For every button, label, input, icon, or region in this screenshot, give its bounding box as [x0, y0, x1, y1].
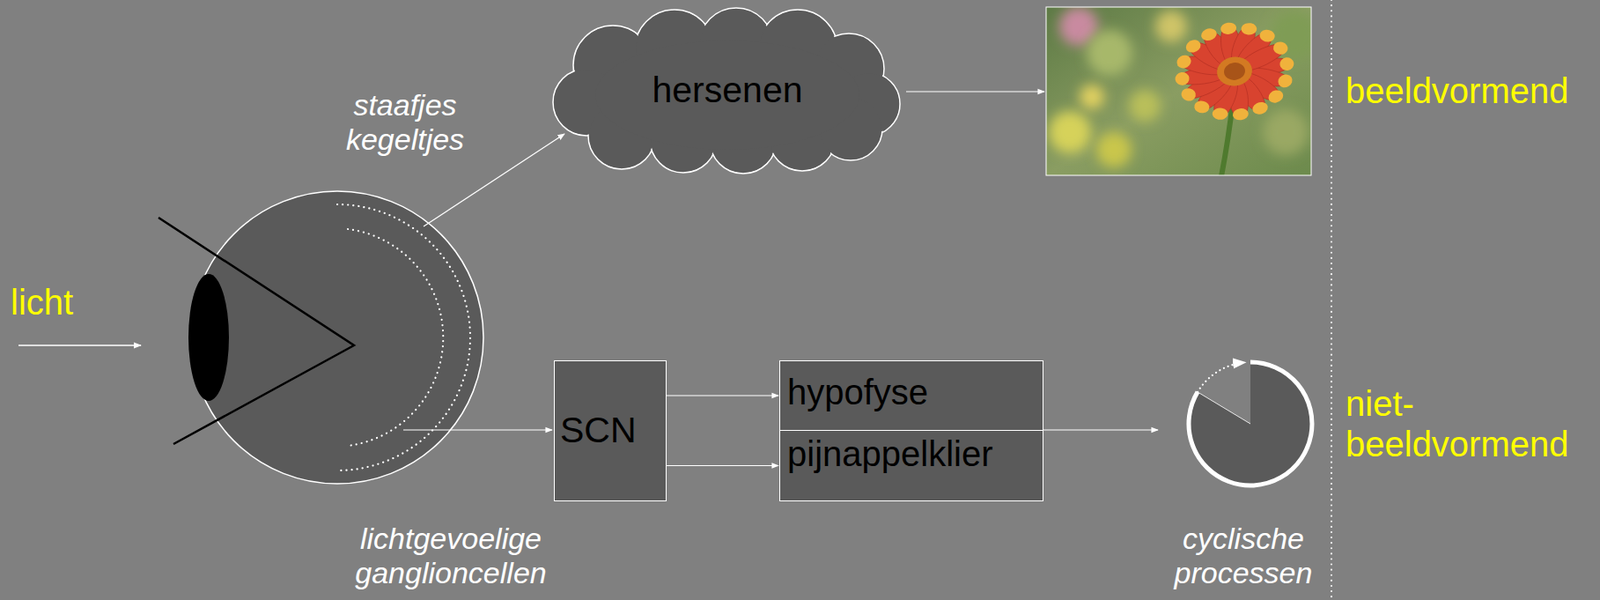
connector-arrow	[666, 394, 779, 396]
process-label: cyclische processen	[1174, 521, 1313, 590]
photo-ground	[1046, 7, 1312, 176]
eyeball	[191, 191, 484, 484]
petal-tip	[1182, 37, 1204, 56]
petal-tip	[1265, 88, 1287, 106]
petal-tip	[1249, 99, 1270, 117]
pupil	[188, 273, 229, 401]
node-label: pijnappelklier	[787, 433, 1043, 474]
petal-tip	[1174, 71, 1191, 87]
petal-tip	[1231, 107, 1250, 121]
eye-illustration	[158, 191, 484, 484]
light-cone	[158, 217, 354, 444]
petal-tip	[1239, 22, 1260, 37]
petal-tip	[1275, 73, 1294, 89]
image-arrow	[906, 90, 1045, 92]
process-box: hypofyse	[779, 360, 1044, 431]
flower-head	[1168, 14, 1301, 128]
background-blur	[1086, 29, 1133, 76]
background-blur	[1079, 84, 1105, 110]
clock-arc	[1188, 361, 1313, 486]
petal-tip	[1174, 53, 1193, 69]
retinohypothalamic-pathway	[403, 428, 553, 430]
retina-dots-outer	[337, 204, 471, 471]
node-label: hersenen	[652, 69, 804, 111]
petal-tip	[1278, 56, 1295, 72]
node-label: SCN	[560, 409, 637, 451]
cycle-clock	[1188, 361, 1313, 486]
petal-tip	[1191, 98, 1213, 116]
clock-sector	[1188, 361, 1313, 486]
petal-tip	[1219, 22, 1238, 36]
clock-dotted-arc	[1197, 361, 1246, 392]
receptor-label: staafjes kegeltjes	[346, 88, 465, 157]
petal-tip	[1270, 39, 1291, 58]
petal-tip	[1210, 106, 1231, 121]
cell-label: lichtgevoelige ganglioncellen	[354, 521, 546, 590]
process-box: SCN	[553, 360, 667, 502]
photo-frame	[1046, 7, 1312, 176]
connector-arrow	[666, 464, 779, 466]
input-label: licht	[10, 281, 74, 323]
node-label: hypofyse	[787, 371, 1043, 413]
flower-disc	[1215, 54, 1254, 89]
background-blur	[1128, 89, 1161, 122]
background-blur	[1155, 10, 1188, 43]
divider-line	[1330, 0, 1333, 600]
retina-dots-inner	[347, 228, 443, 446]
flower-center	[1223, 61, 1247, 82]
connector-layer	[666, 395, 779, 466]
light-arrow	[18, 344, 141, 346]
category-label: beeldvormend	[1345, 70, 1570, 111]
category-label: niet- beeldvormend	[1345, 383, 1569, 465]
rhythm-arrow	[1032, 428, 1158, 430]
petal-tip	[1178, 86, 1199, 104]
background-blur	[1269, 10, 1312, 60]
flower-photo	[1046, 7, 1312, 176]
background-blur	[1048, 110, 1092, 154]
background-blur	[1262, 109, 1309, 155]
clock-hand	[1197, 391, 1251, 424]
brain-cloud: hersenen	[551, 5, 904, 176]
petal-tip	[1198, 26, 1219, 44]
background-blur	[1096, 132, 1132, 168]
cloud-core	[595, 40, 860, 150]
petal-tip	[1256, 27, 1278, 45]
process-box: pijnappelklier	[779, 429, 1044, 502]
